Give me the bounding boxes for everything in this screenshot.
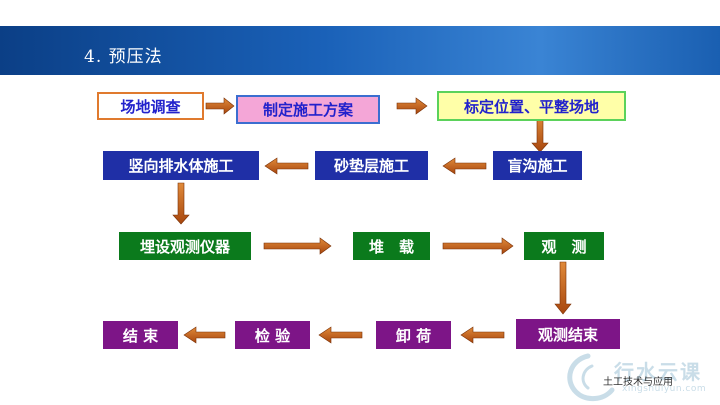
arrow-vertical-to-instruments: [172, 182, 190, 225]
watermark-url: xingshuiyun.com: [622, 384, 707, 394]
arrow-unloading-to-inspection: [318, 326, 363, 344]
node-site-survey: 场地调查: [97, 92, 204, 120]
node-surcharge: 堆 载: [353, 232, 430, 260]
arrow-sand-to-vertical: [264, 157, 309, 175]
page-title: 4. 预压法: [84, 47, 163, 67]
arrow-survey-to-plan: [205, 97, 235, 115]
arrow-obsend-to-unloading: [460, 326, 505, 344]
arrow-ditch-to-sand: [442, 157, 487, 175]
node-sand-cushion: 砂垫层施工: [315, 151, 428, 180]
node-observation-end: 观测结束: [516, 319, 620, 349]
node-observation: 观 测: [524, 232, 604, 260]
arrow-surcharge-to-observation: [442, 237, 514, 255]
node-positioning-leveling: 标定位置、平整场地: [437, 91, 626, 121]
node-unloading: 卸 荷: [376, 321, 451, 349]
arrow-instruments-to-surcharge: [263, 237, 332, 255]
node-end: 结 束: [103, 321, 178, 349]
node-vertical-drainage: 竖向排水体施工: [103, 151, 259, 180]
node-inspection: 检 验: [235, 321, 310, 349]
course-caption: 土工技术与应用: [603, 377, 673, 388]
watermark-logo-icon: [567, 353, 615, 401]
title-banner: [0, 26, 720, 75]
arrow-plan-to-positioning: [396, 97, 428, 115]
node-install-instruments: 埋设观测仪器: [119, 232, 251, 260]
node-blind-ditch: 盲沟施工: [493, 151, 582, 180]
watermark-brand: 行水云课: [614, 360, 702, 384]
arrow-inspection-to-end: [183, 326, 226, 344]
arrow-observation-to-end: [554, 261, 572, 315]
node-construction-plan: 制定施工方案: [236, 95, 380, 124]
